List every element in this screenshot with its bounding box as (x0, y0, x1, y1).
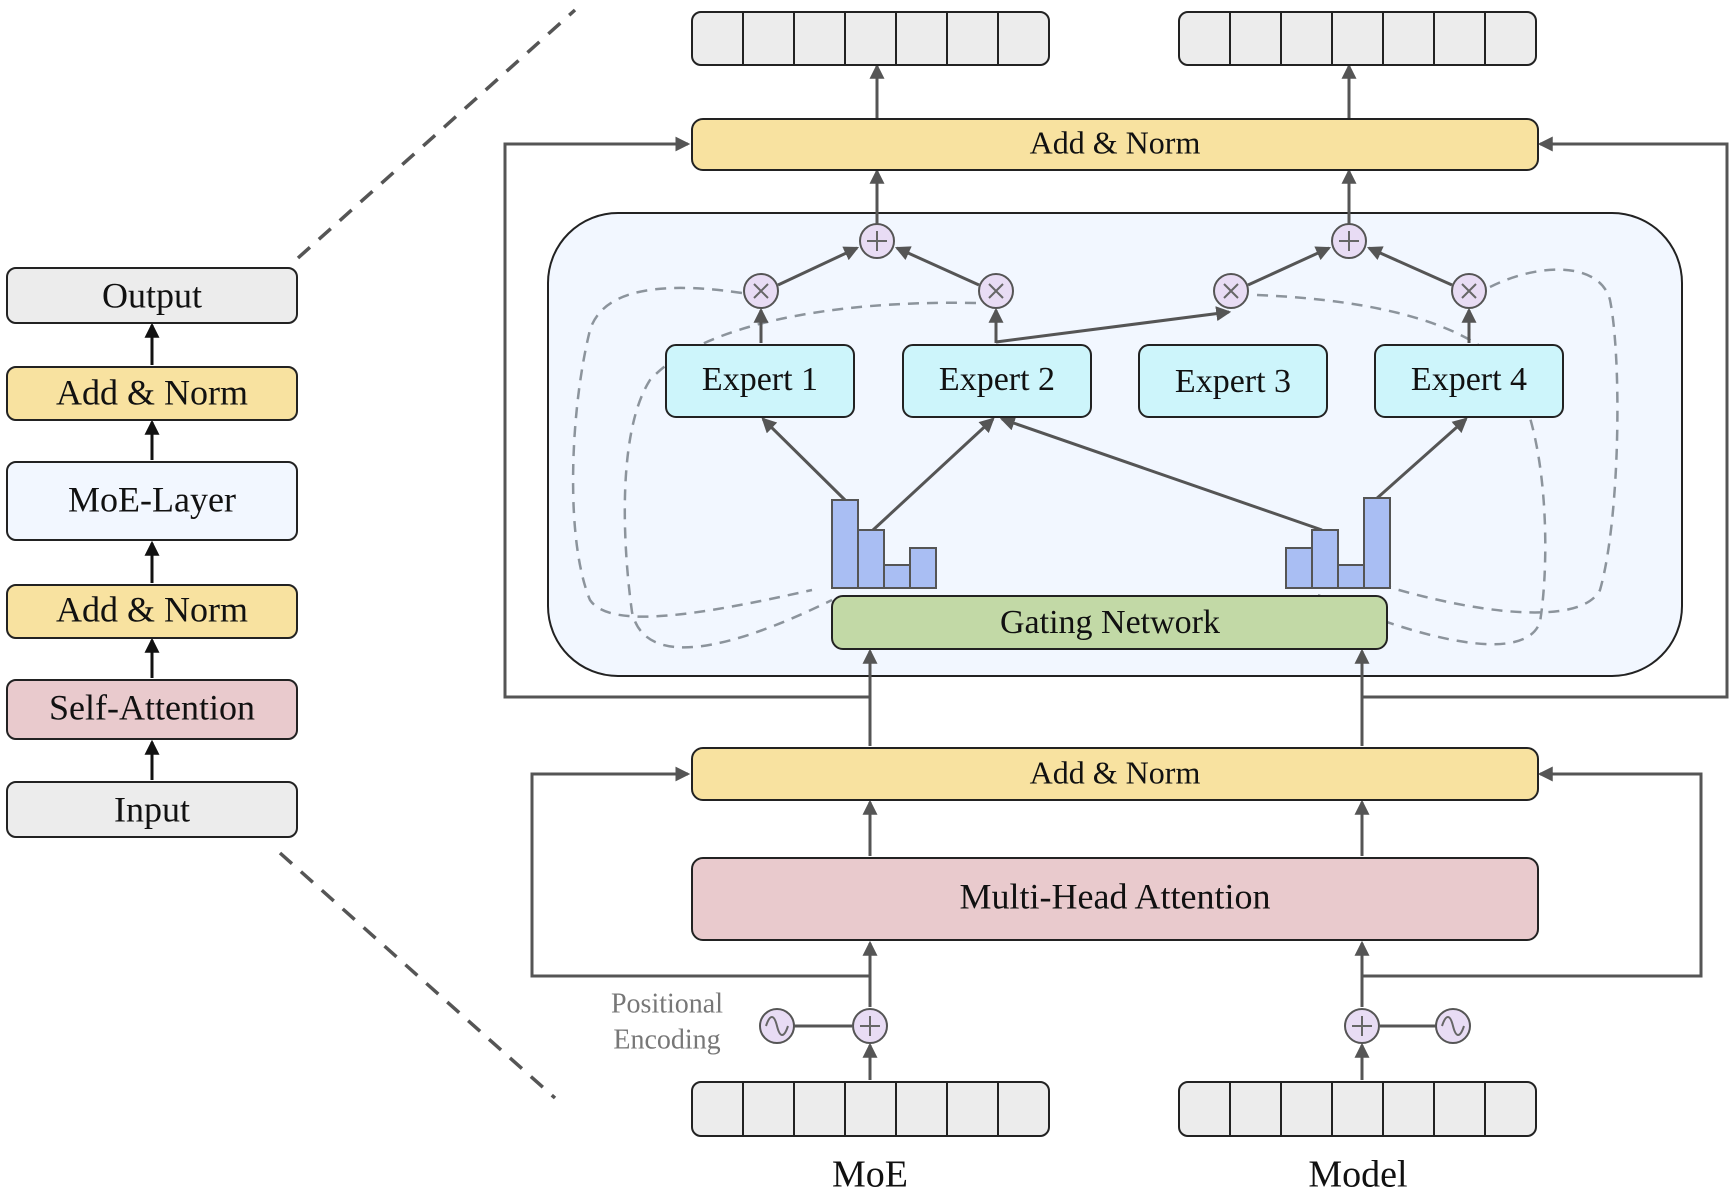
add-norm-bottom-box (691, 747, 1539, 801)
histogram-bar (1311, 529, 1339, 589)
arrow-mul3-to-sum-right (1247, 246, 1332, 287)
arrow-mul1-to-sum-left (777, 246, 860, 287)
circled-plus-icon (1352, 1016, 1372, 1036)
multiply-operator-4 (1451, 273, 1487, 309)
arrow-expert2-to-mul3 (995, 306, 1232, 344)
routing-dash-right-1 (1256, 293, 1547, 646)
routing-dash-left-1 (571, 286, 813, 618)
input-tokens-right (1178, 1081, 1537, 1137)
multiply-operator-1 (743, 273, 779, 309)
add-norm-top-box (691, 118, 1539, 171)
sine-operator-left (759, 1008, 795, 1044)
add-norm-top-label: Add & Norm (1030, 124, 1201, 160)
arrow-hist-right-to-expert2 (999, 416, 1323, 532)
left-add-norm-top-label: Add & Norm (56, 372, 248, 412)
sine-wave-icon (1441, 1016, 1465, 1036)
multi-head-attention-label: Multi-Head Attention (960, 876, 1271, 916)
arrow-hist-left-to-expert2 (871, 417, 995, 532)
token-label-right: Model (1308, 1154, 1407, 1195)
multiply-operator-2 (978, 273, 1014, 309)
left-add-norm-bottom-box (6, 584, 298, 639)
circled-times-icon (753, 283, 769, 299)
left-moe-layer-box (6, 461, 298, 541)
left-self-attention-label: Self-Attention (49, 687, 255, 727)
expert-4-box (1374, 344, 1564, 418)
zoom-line-top (296, 8, 577, 260)
expert-3-box (1138, 344, 1328, 418)
expert-4-label: Expert 4 (1411, 361, 1527, 398)
histogram-bar (883, 564, 911, 589)
left-stack: Output Add & Norm MoE-Layer Add & Norm S… (6, 267, 298, 838)
pos-add-operator-left (852, 1008, 888, 1044)
sine-wave-icon (765, 1016, 789, 1036)
left-moe-layer-label: MoE-Layer (68, 479, 236, 519)
expert-2-box (902, 344, 1092, 418)
gating-histogram-right (1285, 497, 1391, 589)
left-input-label: Input (114, 789, 190, 829)
expert-1-label: Expert 1 (702, 361, 818, 398)
positional-encoding-label-line2: Encoding (613, 1024, 720, 1055)
expert-1-box (665, 344, 855, 418)
input-tokens-left (691, 1081, 1050, 1137)
sine-operator-right (1435, 1008, 1471, 1044)
multiply-operator-3 (1213, 273, 1249, 309)
expert-3-label: Expert 3 (1175, 363, 1291, 400)
residual-skip-attn-left (530, 766, 870, 978)
circled-plus-icon (860, 1016, 880, 1036)
left-add-norm-top-box (6, 366, 298, 421)
arrow-mul4-to-sum-right (1366, 246, 1453, 287)
pos-add-operator-right (1344, 1008, 1380, 1044)
gating-network-box (831, 595, 1388, 650)
left-input-box (6, 781, 298, 838)
histogram-bar (1363, 497, 1391, 589)
left-add-norm-bottom-label: Add & Norm (56, 589, 248, 629)
sum-operator-left (859, 223, 895, 259)
routing-dash-right-2 (1381, 268, 1619, 614)
histogram-bar (831, 499, 859, 589)
sum-operator-right (1331, 223, 1367, 259)
left-output-label: Output (102, 275, 202, 315)
histogram-bar (857, 529, 885, 589)
circled-times-icon (1461, 283, 1477, 299)
circled-plus-icon (867, 231, 887, 251)
circled-times-icon (988, 283, 1004, 299)
gating-histogram-left (831, 499, 937, 589)
histogram-bar (909, 547, 937, 589)
residual-skip-moe-right (1362, 136, 1729, 699)
histogram-bar (1337, 564, 1365, 589)
circled-plus-icon (1339, 231, 1359, 251)
zoom-line-bottom (278, 851, 557, 1100)
output-tokens-left (691, 11, 1050, 66)
circled-times-icon (1223, 283, 1239, 299)
detail-view: Add & Norm Expert 1 (503, 11, 1729, 1195)
arrow-mul2-to-sum-left (894, 246, 980, 287)
multi-head-attention-box (691, 857, 1539, 941)
left-self-attention-box (6, 679, 298, 740)
positional-encoding-label-line1: Positional (611, 988, 723, 1019)
left-output-box (6, 267, 298, 324)
output-tokens-right (1178, 11, 1537, 66)
arrow-hist-left-to-expert1 (761, 417, 847, 502)
histogram-bar (1285, 547, 1313, 589)
residual-skip-moe-left (503, 136, 870, 699)
add-norm-bottom-label: Add & Norm (1030, 754, 1201, 790)
gating-network-label: Gating Network (1000, 604, 1220, 641)
token-label-left: MoE (832, 1154, 908, 1195)
expert-2-label: Expert 2 (939, 361, 1055, 398)
residual-skip-attn-right (1362, 766, 1703, 978)
routing-dash-left-2 (623, 301, 977, 649)
arrow-hist-right-to-expert4 (1374, 417, 1468, 502)
